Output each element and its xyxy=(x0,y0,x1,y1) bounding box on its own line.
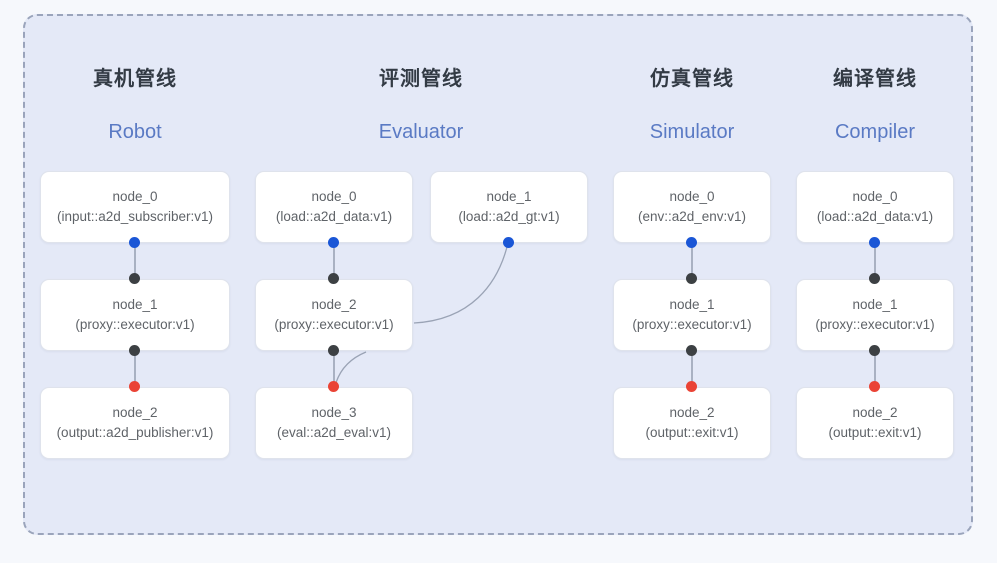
node-simulator-2[interactable]: node_2 (output::exit:v1) xyxy=(613,387,771,459)
node-name: node_1 xyxy=(669,296,715,312)
node-spec: (proxy::executor:v1) xyxy=(274,317,394,332)
node-spec: (output::exit:v1) xyxy=(645,425,739,440)
node-robot-0[interactable]: node_0 (input::a2d_subscriber:v1) xyxy=(40,171,230,243)
node-compiler-1[interactable]: node_1 (proxy::executor:v1) xyxy=(796,279,954,351)
column-title-cn-robot: 真机管线 xyxy=(93,68,177,90)
node-evaluator-1[interactable]: node_1 (load::a2d_gt:v1) xyxy=(430,171,588,243)
node-spec: (proxy::executor:v1) xyxy=(632,317,752,332)
node-spec: (input::a2d_subscriber:v1) xyxy=(56,209,214,224)
port-input-evaluator-2[interactable] xyxy=(328,273,339,284)
port-input-simulator-2[interactable] xyxy=(686,381,697,392)
port-input-compiler-2[interactable] xyxy=(869,381,880,392)
port-input-compiler-1[interactable] xyxy=(869,273,880,284)
node-simulator-1[interactable]: node_1 (proxy::executor:v1) xyxy=(613,279,771,351)
node-evaluator-0[interactable]: node_0 (load::a2d_data:v1) xyxy=(255,171,413,243)
column-title-en-evaluator: Evaluator xyxy=(378,121,464,143)
column-header-compiler: 编译管线 Compiler xyxy=(785,62,965,144)
node-name: node_0 xyxy=(311,188,357,204)
node-name: node_3 xyxy=(311,404,357,420)
node-spec: (output::exit:v1) xyxy=(828,425,922,440)
port-input-robot-1[interactable] xyxy=(129,273,140,284)
node-spec: (output::a2d_publisher:v1) xyxy=(56,425,214,440)
column-title-en-robot: Robot xyxy=(108,121,162,143)
column-title-cn-evaluator: 评测管线 xyxy=(379,68,463,90)
node-name: node_1 xyxy=(112,296,158,312)
node-name: node_2 xyxy=(669,404,715,420)
node-name: node_2 xyxy=(852,404,898,420)
node-spec: (eval::a2d_eval:v1) xyxy=(276,425,392,440)
node-name: node_2 xyxy=(112,404,158,420)
node-robot-1[interactable]: node_1 (proxy::executor:v1) xyxy=(40,279,230,351)
column-title-cn-simulator: 仿真管线 xyxy=(650,68,734,90)
column-title-en-compiler: Compiler xyxy=(834,121,916,143)
port-output-simulator-0[interactable] xyxy=(686,237,697,248)
node-name: node_0 xyxy=(852,188,898,204)
port-input-simulator-1[interactable] xyxy=(686,273,697,284)
port-input-evaluator-3[interactable] xyxy=(328,381,339,392)
node-name: node_0 xyxy=(669,188,715,204)
column-header-evaluator: 评测管线 Evaluator xyxy=(331,62,511,144)
port-input-robot-2[interactable] xyxy=(129,381,140,392)
node-compiler-2[interactable]: node_2 (output::exit:v1) xyxy=(796,387,954,459)
node-spec: (load::a2d_data:v1) xyxy=(816,209,934,224)
node-simulator-0[interactable]: node_0 (env::a2d_env:v1) xyxy=(613,171,771,243)
port-output-robot-0[interactable] xyxy=(129,237,140,248)
node-spec: (load::a2d_data:v1) xyxy=(275,209,393,224)
node-spec: (proxy::executor:v1) xyxy=(815,317,935,332)
node-spec: (load::a2d_gt:v1) xyxy=(458,209,560,224)
node-robot-2[interactable]: node_2 (output::a2d_publisher:v1) xyxy=(40,387,230,459)
node-name: node_1 xyxy=(486,188,532,204)
node-name: node_0 xyxy=(112,188,158,204)
node-evaluator-3[interactable]: node_3 (eval::a2d_eval:v1) xyxy=(255,387,413,459)
node-spec: (proxy::executor:v1) xyxy=(75,317,195,332)
port-output-evaluator-2[interactable] xyxy=(328,345,339,356)
node-compiler-0[interactable]: node_0 (load::a2d_data:v1) xyxy=(796,171,954,243)
node-name: node_1 xyxy=(852,296,898,312)
column-header-robot: 真机管线 Robot xyxy=(45,62,225,144)
node-evaluator-2[interactable]: node_2 (proxy::executor:v1) xyxy=(255,279,413,351)
node-name: node_2 xyxy=(311,296,357,312)
column-title-cn-compiler: 编译管线 xyxy=(833,68,917,90)
port-output-robot-1[interactable] xyxy=(129,345,140,356)
port-output-evaluator-1[interactable] xyxy=(503,237,514,248)
port-output-simulator-1[interactable] xyxy=(686,345,697,356)
port-output-compiler-0[interactable] xyxy=(869,237,880,248)
port-output-compiler-1[interactable] xyxy=(869,345,880,356)
node-spec: (env::a2d_env:v1) xyxy=(637,209,747,224)
port-output-evaluator-0[interactable] xyxy=(328,237,339,248)
column-header-simulator: 仿真管线 Simulator xyxy=(602,62,782,144)
column-title-en-simulator: Simulator xyxy=(649,121,735,143)
